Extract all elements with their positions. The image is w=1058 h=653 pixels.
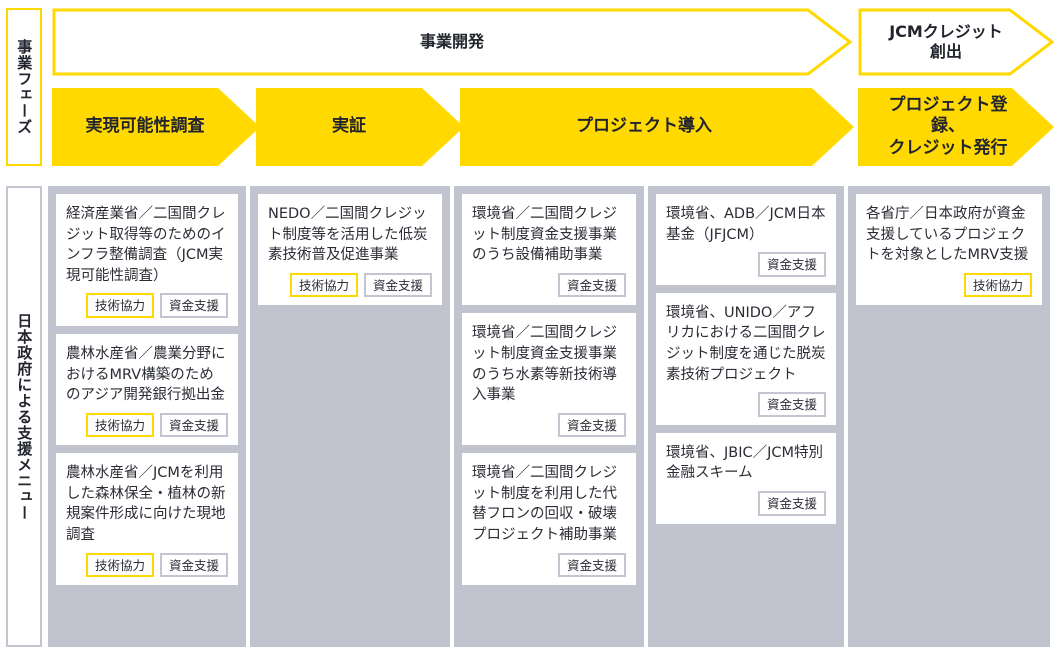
card-tags: 資金支援 bbox=[666, 392, 826, 417]
column-project-implementation-a: 環境省／二国間クレジット制度資金支援事業のうち設備補助事業 資金支援 環境省／二… bbox=[454, 186, 644, 647]
side-label-support-menu-text: 日本政府による支援メニュー bbox=[15, 312, 34, 521]
column-spacer bbox=[656, 532, 836, 640]
card-text: 環境省、UNIDO／アフリカにおける二国間クレジット制度を通じた脱炭素技術プロジ… bbox=[666, 304, 826, 383]
tag-technical-cooperation[interactable]: 技術協力 bbox=[85, 412, 154, 438]
card[interactable]: NEDO／二国間クレジット制度等を活用した低炭素技術普及促進事業 技術協力 資金… bbox=[258, 194, 442, 306]
column-registration-issuance: 各省庁／日本政府が資金支援しているプロジェクトを対象としたMRV支援 技術協力 bbox=[848, 186, 1050, 647]
header-arrow-jcm-credit-creation[interactable]: JCMクレジット 創出 bbox=[858, 8, 1054, 76]
tag-financial-support[interactable]: 資金支援 bbox=[159, 552, 228, 578]
tag-financial-support[interactable]: 資金支援 bbox=[159, 412, 228, 438]
header-arrow-demonstration-label: 実証 bbox=[332, 116, 366, 137]
tag-financial-support[interactable]: 資金支援 bbox=[757, 490, 826, 516]
header-arrow-registration-issuance-label: プロジェクト登録、 クレジット発行 bbox=[888, 95, 1008, 158]
card-tags: 技術協力 bbox=[866, 272, 1032, 298]
card-text: 農林水産省／農業分野におけるMRV構築のためのアジア開発銀行拠出金 bbox=[66, 345, 226, 404]
card[interactable]: 環境省、UNIDO／アフリカにおける二国間クレジット制度を通じた脱炭素技術プロジ… bbox=[656, 292, 836, 425]
arrow-shape-filled bbox=[460, 88, 854, 166]
header-arrow-project-implementation[interactable]: プロジェクト導入 bbox=[460, 88, 854, 166]
card-tags: 技術協力 資金支援 bbox=[66, 412, 228, 438]
header-arrow-feasibility-study-label: 実現可能性調査 bbox=[85, 116, 205, 137]
tag-financial-support[interactable]: 資金支援 bbox=[557, 272, 626, 298]
card-text: 環境省、ADB／JCM日本基金（JFJCM） bbox=[666, 206, 826, 243]
tag-financial-support[interactable]: 資金支援 bbox=[557, 412, 626, 438]
tag-technical-cooperation[interactable]: 技術協力 bbox=[289, 272, 358, 298]
support-menu-columns: 経済産業省／二国間クレジット取得等のためのインフラ整備調査（JCM実現可能性調査… bbox=[48, 186, 1052, 647]
header-arrow-demonstration[interactable]: 実証 bbox=[256, 88, 464, 166]
tag-financial-support[interactable]: 資金支援 bbox=[159, 293, 228, 318]
column-spacer bbox=[258, 313, 442, 639]
card-text: 環境省／二国間クレジット制度資金支援事業のうち水素等新技術導入事業 bbox=[472, 325, 617, 404]
header-arrow-project-implementation-label: プロジェクト導入 bbox=[576, 116, 712, 137]
arrow-shape-outline bbox=[52, 8, 852, 76]
column-feasibility: 経済産業省／二国間クレジット取得等のためのインフラ整備調査（JCM実現可能性調査… bbox=[48, 186, 246, 647]
card[interactable]: 環境省／二国間クレジット制度を利用した代替フロンの回収・破壊プロジェクト補助事業… bbox=[462, 453, 636, 586]
tag-technical-cooperation[interactable]: 技術協力 bbox=[85, 552, 154, 578]
card-text: 経済産業省／二国間クレジット取得等のためのインフラ整備調査（JCM実現可能性調査… bbox=[66, 206, 226, 284]
card-text: 環境省／二国間クレジット制度を利用した代替フロンの回収・破壊プロジェクト補助事業 bbox=[472, 465, 617, 544]
card-tags: 技術協力 資金支援 bbox=[268, 272, 432, 298]
card[interactable]: 環境省、ADB／JCM日本基金（JFJCM） 資金支援 bbox=[656, 194, 836, 285]
tag-technical-cooperation[interactable]: 技術協力 bbox=[85, 293, 154, 318]
header-arrow-business-development[interactable]: 事業開発 bbox=[52, 8, 852, 76]
card-tags: 技術協力 資金支援 bbox=[66, 293, 228, 318]
tag-financial-support[interactable]: 資金支援 bbox=[757, 392, 826, 417]
card-tags: 資金支援 bbox=[666, 252, 826, 277]
header-arrow-feasibility-study[interactable]: 実現可能性調査 bbox=[52, 88, 260, 166]
header-arrow-business-development-label: 事業開発 bbox=[419, 32, 484, 51]
header-arrow-registration-issuance[interactable]: プロジェクト登録、 クレジット発行 bbox=[858, 88, 1054, 166]
tag-financial-support[interactable]: 資金支援 bbox=[757, 252, 826, 277]
card-tags: 資金支援 bbox=[472, 552, 626, 578]
tag-financial-support[interactable]: 資金支援 bbox=[557, 552, 626, 578]
card-tags: 資金支援 bbox=[666, 490, 826, 516]
column-spacer bbox=[856, 313, 1042, 639]
card-tags: 技術協力 資金支援 bbox=[66, 552, 228, 578]
card[interactable]: 環境省／二国間クレジット制度資金支援事業のうち設備補助事業 資金支援 bbox=[462, 194, 636, 306]
card-tags: 資金支援 bbox=[472, 272, 626, 298]
arrow-shape-filled bbox=[858, 88, 1054, 166]
side-label-business-phase: 事業フェーズ bbox=[6, 8, 42, 166]
card[interactable]: 環境省／二国間クレジット制度資金支援事業のうち水素等新技術導入事業 資金支援 bbox=[462, 313, 636, 446]
side-label-business-phase-text: 事業フェーズ bbox=[15, 39, 34, 135]
card[interactable]: 経済産業省／二国間クレジット取得等のためのインフラ整備調査（JCM実現可能性調査… bbox=[56, 194, 238, 326]
arrow-shape-filled bbox=[52, 88, 260, 166]
card-text: 環境省／二国間クレジット制度資金支援事業のうち設備補助事業 bbox=[472, 206, 617, 264]
card-text: 農林水産省／JCMを利用した森林保全・植林の新規案件形成に向けた現地調査 bbox=[66, 465, 226, 544]
side-label-support-menu: 日本政府による支援メニュー bbox=[6, 186, 42, 647]
card-tags: 資金支援 bbox=[472, 412, 626, 438]
column-project-implementation-b: 環境省、ADB／JCM日本基金（JFJCM） 資金支援 環境省、UNIDO／アフ… bbox=[648, 186, 844, 647]
arrow-shape-outline bbox=[858, 8, 1054, 76]
card[interactable]: 各省庁／日本政府が資金支援しているプロジェクトを対象としたMRV支援 技術協力 bbox=[856, 194, 1042, 306]
tag-technical-cooperation[interactable]: 技術協力 bbox=[963, 272, 1032, 298]
header-arrow-jcm-credit-creation-label: JCMクレジット 創出 bbox=[889, 22, 1003, 61]
card-text: 環境省、JBIC／JCM特別金融スキーム bbox=[666, 444, 824, 482]
card-text: NEDO／二国間クレジット制度等を活用した低炭素技術普及促進事業 bbox=[268, 206, 428, 264]
card-text: 各省庁／日本政府が資金支援しているプロジェクトを対象としたMRV支援 bbox=[866, 206, 1029, 264]
card[interactable]: 農林水産省／農業分野におけるMRV構築のためのアジア開発銀行拠出金 技術協力 資… bbox=[56, 333, 238, 446]
arrow-shape-filled bbox=[256, 88, 464, 166]
card[interactable]: 農林水産省／JCMを利用した森林保全・植林の新規案件形成に向けた現地調査 技術協… bbox=[56, 453, 238, 586]
tag-financial-support[interactable]: 資金支援 bbox=[363, 272, 432, 298]
column-demonstration: NEDO／二国間クレジット制度等を活用した低炭素技術普及促進事業 技術協力 資金… bbox=[250, 186, 450, 647]
card[interactable]: 環境省、JBIC／JCM特別金融スキーム 資金支援 bbox=[656, 432, 836, 524]
